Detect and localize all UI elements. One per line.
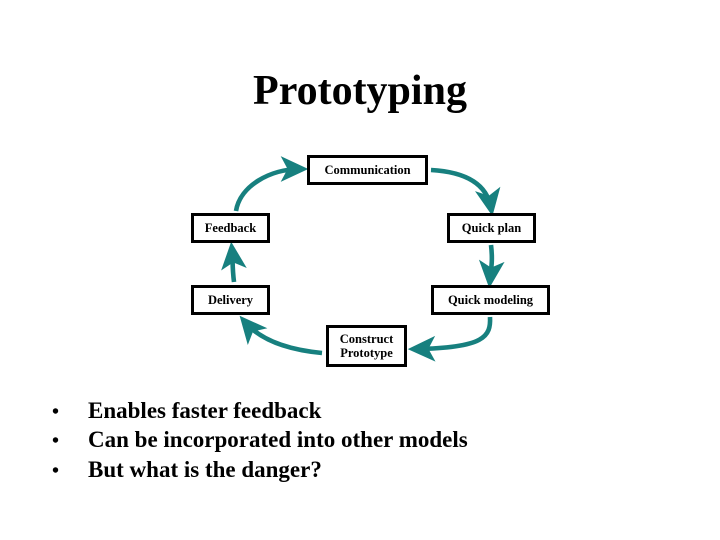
bullet-marker-icon: • bbox=[52, 459, 60, 482]
list-item: • Enables faster feedback bbox=[52, 396, 672, 425]
diagram-node-quick-modeling[interactable]: Quick modeling bbox=[431, 285, 550, 315]
arrow-delivery-to-feedback bbox=[221, 241, 247, 283]
diagram-node-delivery[interactable]: Delivery bbox=[191, 285, 270, 315]
list-item: • But what is the danger? bbox=[52, 455, 672, 484]
arrow-quick-plan-to-quick-modeling bbox=[478, 244, 505, 289]
diagram-node-construct-prototype[interactable]: Construct Prototype bbox=[326, 325, 407, 367]
prototyping-cycle-diagram: Communication Quick plan Quick modeling … bbox=[150, 140, 580, 380]
arrow-quick-modeling-to-construct-prototype bbox=[407, 316, 493, 362]
arrow-construct-prototype-to-delivery bbox=[239, 315, 323, 356]
bullet-list: • Enables faster feedback • Can be incor… bbox=[52, 396, 672, 484]
cycle-arrows-layer bbox=[221, 156, 505, 362]
bullet-marker-icon: • bbox=[52, 430, 60, 453]
arrow-feedback-to-communication bbox=[233, 156, 309, 212]
diagram-node-feedback[interactable]: Feedback bbox=[191, 213, 270, 243]
page-title: Prototyping bbox=[253, 68, 467, 114]
list-item: • Can be incorporated into other models bbox=[52, 425, 672, 454]
arrow-communication-to-quick-plan bbox=[430, 167, 501, 217]
bullet-marker-icon: • bbox=[52, 401, 60, 423]
diagram-node-communication[interactable]: Communication bbox=[307, 155, 428, 185]
bullet-text: Can be incorporated into other models bbox=[88, 427, 468, 453]
bullet-text: But what is the danger? bbox=[88, 456, 322, 482]
diagram-node-quick-plan[interactable]: Quick plan bbox=[447, 213, 536, 243]
bullet-text: Enables faster feedback bbox=[88, 398, 322, 423]
